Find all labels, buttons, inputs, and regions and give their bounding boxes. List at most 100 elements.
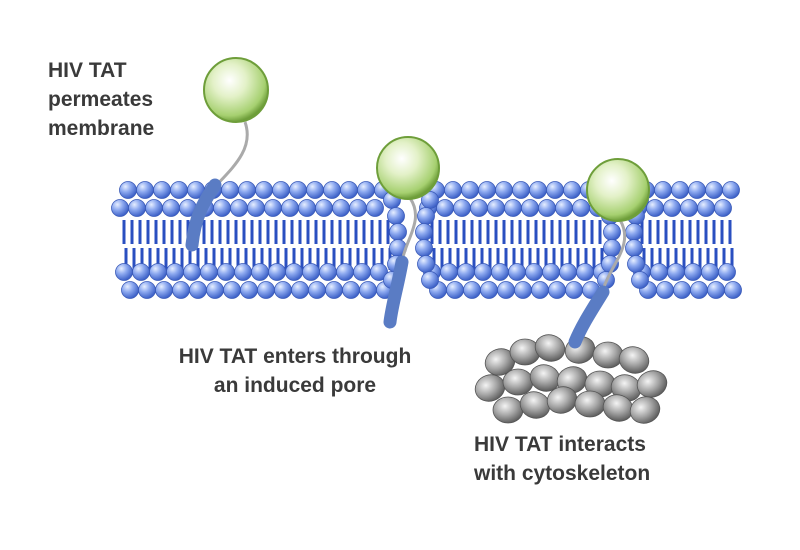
lipid-head <box>189 281 207 299</box>
label-line: an induced pore <box>213 374 377 397</box>
lipid-head <box>514 281 532 299</box>
lipid-head <box>155 281 173 299</box>
lipid-head <box>281 199 299 217</box>
lipid-head <box>650 263 668 281</box>
lipid-head <box>291 281 309 299</box>
lipid-head <box>697 199 715 217</box>
lipid-head <box>132 263 150 281</box>
label-induced-pore: HIV TAT enters through an induced pore <box>140 342 450 400</box>
lipid-head <box>111 199 129 217</box>
lipid-head <box>302 263 320 281</box>
lipid-head <box>680 199 698 217</box>
peptide-helix <box>383 255 409 329</box>
tat-peptide-permeating <box>185 57 269 252</box>
label-line: HIV TAT enters through <box>178 345 412 368</box>
lipid-head <box>663 199 681 217</box>
peptide-head-ball <box>203 57 269 123</box>
lipid-head <box>495 181 513 199</box>
lipid-head <box>221 181 239 199</box>
lipid-head <box>342 281 360 299</box>
actin-subunit <box>629 396 661 424</box>
actin-subunit <box>492 396 524 424</box>
lipid-head <box>444 181 462 199</box>
membrane-segment <box>111 181 394 299</box>
actin-subunit <box>592 341 624 369</box>
lipid-head <box>555 199 573 217</box>
membrane-segment <box>419 181 611 299</box>
lipid-head <box>440 263 458 281</box>
lipid-head <box>707 281 725 299</box>
lipid-head <box>529 181 547 199</box>
lipid-head <box>255 181 273 199</box>
lipid-head <box>349 199 367 217</box>
lipid-head <box>417 207 435 225</box>
lipid-head <box>257 281 275 299</box>
lipid-head <box>136 181 154 199</box>
lipid-head <box>684 263 702 281</box>
lipid-head <box>119 181 137 199</box>
lipid-head <box>714 199 732 217</box>
lipid-head <box>480 281 498 299</box>
lipid-head <box>474 263 492 281</box>
lipid-head <box>389 223 407 241</box>
lipid-head <box>138 281 156 299</box>
lipid-head <box>625 223 643 241</box>
lipid-head <box>421 271 439 289</box>
lipid-head <box>166 263 184 281</box>
label-line: permeates <box>48 88 154 111</box>
tat-peptides <box>185 57 650 349</box>
lipid-head <box>470 199 488 217</box>
lipid-head <box>183 263 201 281</box>
lipid-head <box>508 263 526 281</box>
lipid-head <box>478 181 496 199</box>
lipid-head <box>531 281 549 299</box>
lipid-head <box>722 181 740 199</box>
lipid-head <box>627 255 645 273</box>
lipid-head <box>206 281 224 299</box>
actin-subunit <box>534 334 566 362</box>
lipid-head <box>461 181 479 199</box>
lipid-head <box>319 263 337 281</box>
lipid-head <box>654 181 672 199</box>
tat-peptide-cytoskeleton <box>568 158 650 349</box>
lipid-head <box>340 181 358 199</box>
lipid-head <box>521 199 539 217</box>
lipid-head <box>298 199 316 217</box>
lipid-head <box>487 199 505 217</box>
lipid-head <box>625 239 643 257</box>
lipid-head <box>559 263 577 281</box>
lipid-head <box>572 199 590 217</box>
lipid-head <box>223 281 241 299</box>
peptide-linker <box>601 219 627 291</box>
peptide-head-ball <box>376 136 440 200</box>
lipid-head <box>603 223 621 241</box>
lipid-head <box>546 181 564 199</box>
lipid-head <box>153 181 171 199</box>
lipid-head <box>463 281 481 299</box>
lipid-head <box>417 255 435 273</box>
actin-subunit <box>574 390 606 418</box>
lipid-head <box>548 281 566 299</box>
lipid-head <box>453 199 471 217</box>
lipid-head <box>542 263 560 281</box>
lipid-head <box>145 199 163 217</box>
lipid-head <box>332 199 350 217</box>
lipid-head <box>306 181 324 199</box>
lipid-head <box>285 263 303 281</box>
lipid-head <box>213 199 231 217</box>
label-permeates-membrane: HIV TAT permeates membrane <box>48 56 154 143</box>
lipid-head <box>162 199 180 217</box>
lipid-head <box>701 263 719 281</box>
lipid-head <box>563 181 581 199</box>
label-line: HIV TAT interacts <box>474 433 646 456</box>
lipid-head <box>264 199 282 217</box>
actin-subunit <box>636 370 668 398</box>
lipid-head <box>387 207 405 225</box>
lipid-head <box>512 181 530 199</box>
label-line: HIV TAT <box>48 59 127 82</box>
lipid-head <box>576 263 594 281</box>
lipid-head <box>690 281 708 299</box>
lipid-head <box>247 199 265 217</box>
lipid-head <box>149 263 167 281</box>
